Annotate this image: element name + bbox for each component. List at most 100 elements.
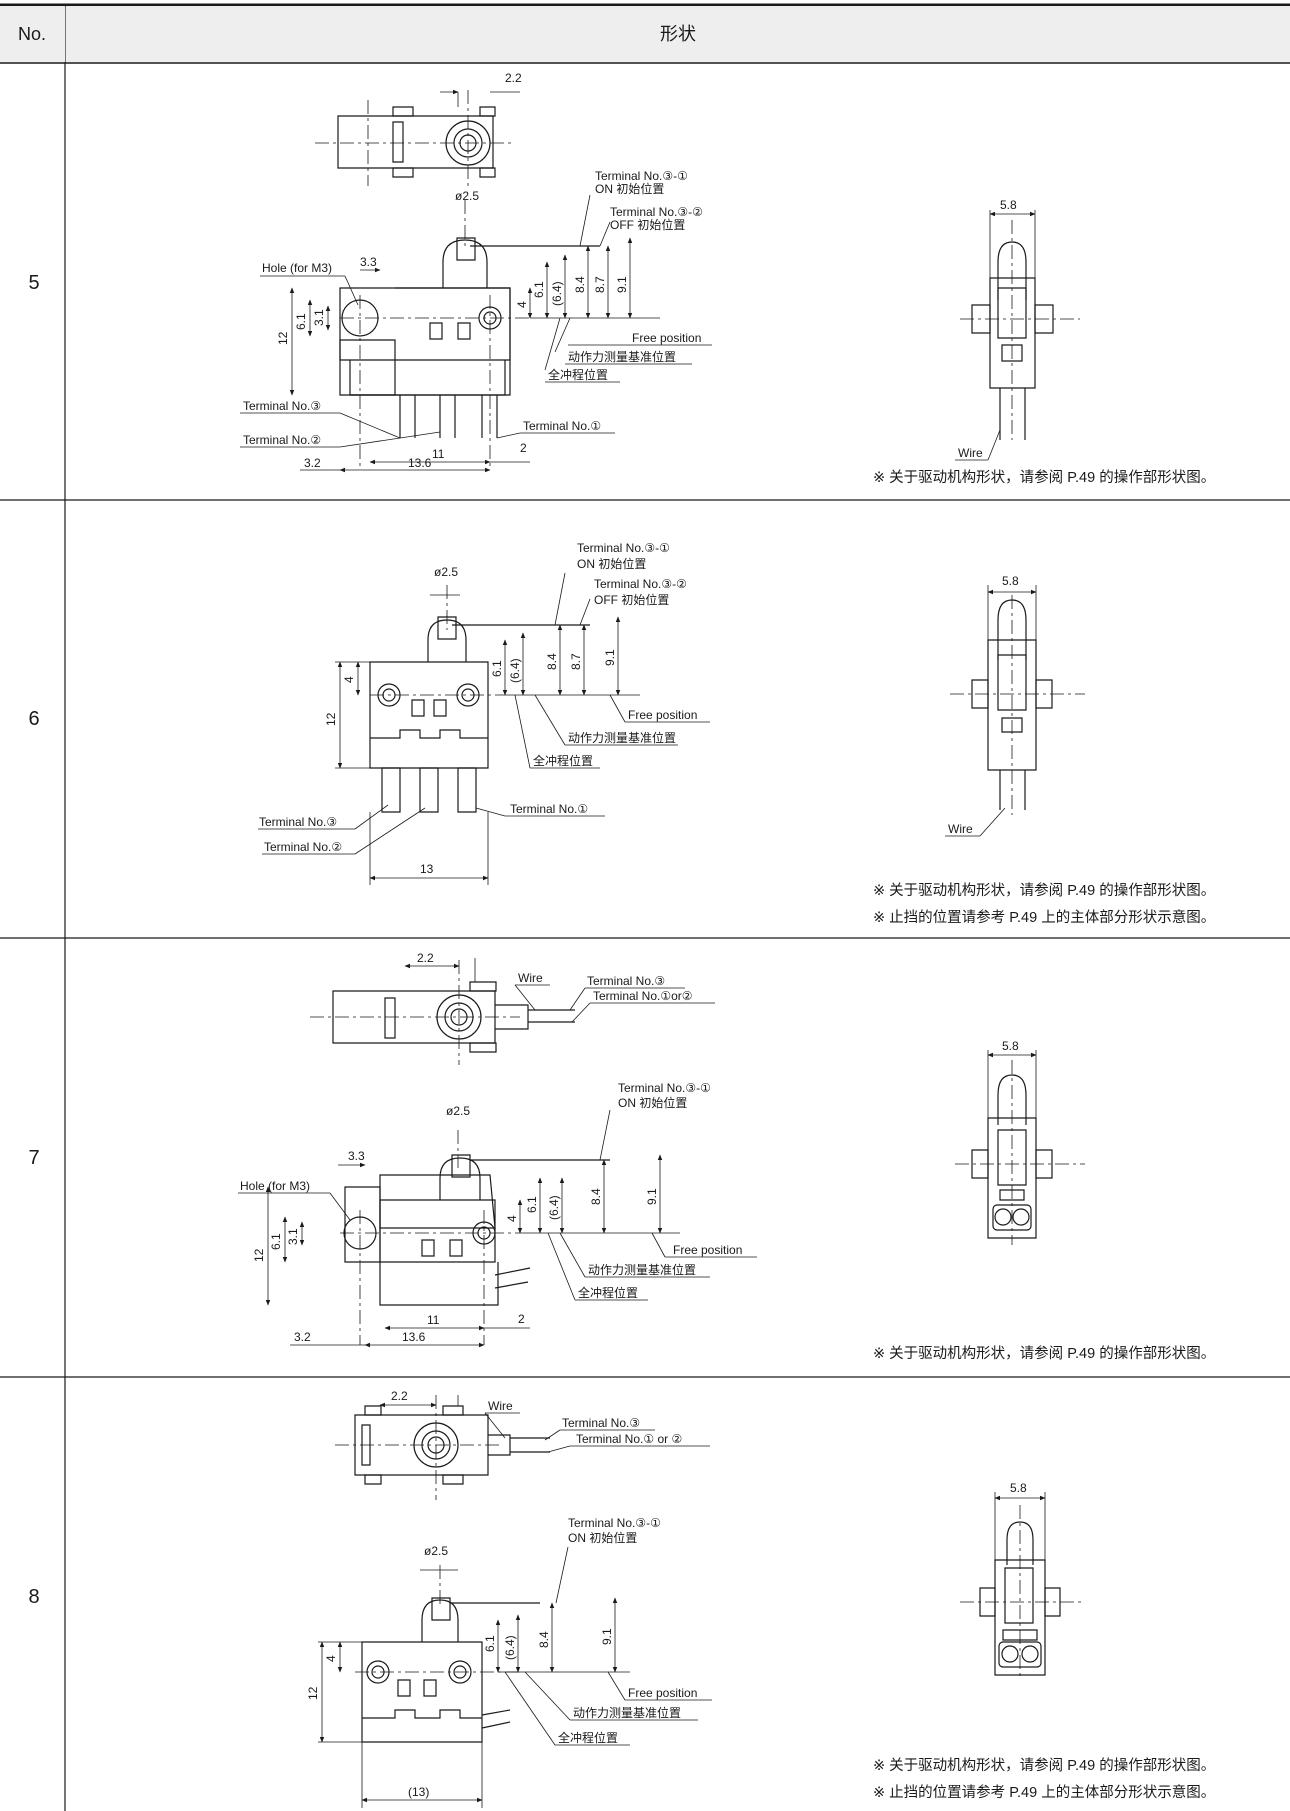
callout-terminal-1-or-2: Terminal No.① or ② — [576, 1432, 682, 1446]
dim-hole-offset: 3.3 — [360, 255, 377, 269]
label-hole: Hole (for M3) — [240, 1179, 310, 1193]
dim-h64: (6.4) — [508, 658, 522, 683]
header-shape-cell — [66, 6, 1290, 62]
callout-on-terminal: Terminal No.③-① — [577, 541, 670, 555]
callout-force-ref: 动作力测量基准位置 — [588, 1262, 696, 1277]
note-actuator: ※ 关于驱动机构形状，请参阅 P.49 的操作部形状图。 — [873, 882, 1215, 899]
callout-force-ref: 动作力测量基准位置 — [568, 730, 676, 745]
callout-terminal-3: Terminal No.③ — [243, 399, 321, 413]
dim-h64: (6.4) — [550, 281, 564, 306]
row-6-labels: ø2.5 Terminal No.③-① ON 初始位置 Terminal No… — [259, 541, 1215, 926]
dim-w2: 2 — [520, 441, 527, 455]
callout-terminal-3: Terminal No.③ — [562, 1416, 640, 1430]
callout-terminal-1: Terminal No.① — [510, 802, 588, 816]
callout-terminal-1-or-2: Terminal No.①or② — [593, 989, 693, 1003]
label-hole: Hole (for M3) — [262, 261, 332, 275]
dim-height: 12 — [324, 712, 338, 726]
note-stopper: ※ 止挡的位置请参考 P.49 上的主体部分形状示意图。 — [873, 1783, 1215, 1801]
dim-w2: 2 — [518, 1312, 525, 1326]
row-5-drawing — [240, 89, 1080, 473]
callout-on-terminal: Terminal No.③-① — [595, 169, 688, 183]
dim-h61: 6.1 — [525, 1196, 539, 1213]
dim-h4: 4 — [515, 301, 529, 308]
dim-h61: 6.1 — [490, 660, 504, 677]
row8-top-view — [335, 1395, 710, 1500]
dim-h91: 9.1 — [615, 276, 629, 293]
dim-side-width: 5.8 — [1002, 1039, 1019, 1053]
callout-on-terminal: Terminal No.③-① — [618, 1081, 711, 1095]
label-wire: Wire — [958, 446, 983, 460]
row-7-labels: 2.2 Wire Terminal No.③ Terminal No.①or② … — [240, 951, 1215, 1362]
row-5-labels: 2.2 ø2.5 Hole (for M3) 3.3 12 6.1 3.1 4 … — [243, 71, 1215, 486]
dim-pin-diameter: ø2.5 — [455, 189, 479, 203]
dim-side-width: 5.8 — [1000, 198, 1017, 212]
dim-side-width: 5.8 — [1002, 574, 1019, 588]
row5-top-view — [315, 89, 520, 186]
header-no-label: No. — [18, 24, 46, 44]
dim-h87: 8.7 — [569, 653, 583, 670]
dim-hole-h2: 3.1 — [312, 309, 326, 326]
dim-w136: 13.6 — [402, 1330, 426, 1344]
callout-on-terminal: Terminal No.③-① — [568, 1516, 661, 1530]
dim-h61: 6.1 — [532, 281, 546, 298]
dim-w11: 11 — [427, 1313, 440, 1327]
dim-h91: 9.1 — [600, 1628, 614, 1645]
row6-front-view — [258, 573, 710, 885]
callout-off-position: OFF 初始位置 — [610, 217, 685, 232]
row-6-drawing — [258, 573, 1085, 885]
row-number-6: 6 — [28, 708, 39, 730]
row5-side-view — [955, 210, 1080, 460]
dim-hole-h1: 6.1 — [269, 1233, 283, 1250]
dim-h4: 4 — [505, 1215, 519, 1222]
dim-w13: (13) — [408, 1785, 429, 1799]
row-number-5: 5 — [28, 272, 39, 294]
note-actuator: ※ 关于驱动机构形状，请参阅 P.49 的操作部形状图。 — [873, 469, 1215, 486]
row-8-labels: 2.2 Wire Terminal No.③ Terminal No.① or … — [306, 1389, 1215, 1801]
callout-force-ref: 动作力测量基准位置 — [568, 349, 676, 364]
dim-w32: 3.2 — [294, 1330, 311, 1344]
dim-h84: 8.4 — [537, 1631, 551, 1648]
dim-top-offset: 2.2 — [505, 71, 522, 85]
dim-side-width: 5.8 — [1010, 1481, 1027, 1495]
dim-hole-h1: 6.1 — [294, 313, 308, 330]
callout-terminal-3: Terminal No.③ — [259, 815, 337, 829]
callout-off-terminal: Terminal No.③-② — [594, 577, 687, 591]
callout-total-travel: 全冲程位置 — [558, 1730, 618, 1745]
row8-side-view — [960, 1492, 1085, 1680]
note-actuator: ※ 关于驱动机构形状，请参阅 P.49 的操作部形状图。 — [873, 1345, 1215, 1362]
row6-side-view — [945, 585, 1085, 836]
dim-pin-diameter: ø2.5 — [446, 1104, 470, 1118]
dim-height: 12 — [276, 331, 290, 345]
dim-hole-h2: 3.1 — [286, 1228, 300, 1245]
label-wire: Wire — [518, 971, 543, 985]
dim-w32: 3.2 — [304, 456, 321, 470]
dim-h84: 8.4 — [545, 653, 559, 670]
dim-height: 12 — [306, 1686, 320, 1700]
dim-w136: 13.6 — [408, 456, 432, 470]
dim-h4: 4 — [324, 1655, 338, 1662]
callout-force-ref: 动作力测量基准位置 — [573, 1705, 681, 1720]
row-number-7: 7 — [28, 1147, 39, 1169]
label-wire: Wire — [948, 822, 973, 836]
callout-off-position: OFF 初始位置 — [594, 592, 669, 607]
header-shape-label: 形状 — [660, 24, 696, 44]
dim-h64: (6.4) — [547, 1195, 561, 1220]
dim-hole-offset: 3.3 — [348, 1149, 365, 1163]
callout-free-position: Free position — [632, 331, 701, 345]
dim-h84: 8.4 — [573, 276, 587, 293]
callout-on-position: ON 初始位置 — [618, 1095, 687, 1110]
row-8-drawing — [318, 1395, 1085, 1808]
callout-terminal-2: Terminal No.② — [243, 433, 321, 447]
callout-total-travel: 全冲程位置 — [578, 1285, 638, 1300]
dim-h84: 8.4 — [589, 1188, 603, 1205]
note-stopper: ※ 止挡的位置请参考 P.49 上的主体部分形状示意图。 — [873, 908, 1215, 926]
dim-h4: 4 — [342, 676, 356, 683]
row-number-8: 8 — [28, 1586, 39, 1608]
callout-terminal-2: Terminal No.② — [264, 840, 342, 854]
label-wire: Wire — [488, 1399, 513, 1413]
callout-terminal-3: Terminal No.③ — [587, 974, 665, 988]
dim-height: 12 — [252, 1248, 266, 1262]
dim-w13: 13 — [420, 862, 434, 876]
callout-on-position: ON 初始位置 — [577, 556, 646, 571]
